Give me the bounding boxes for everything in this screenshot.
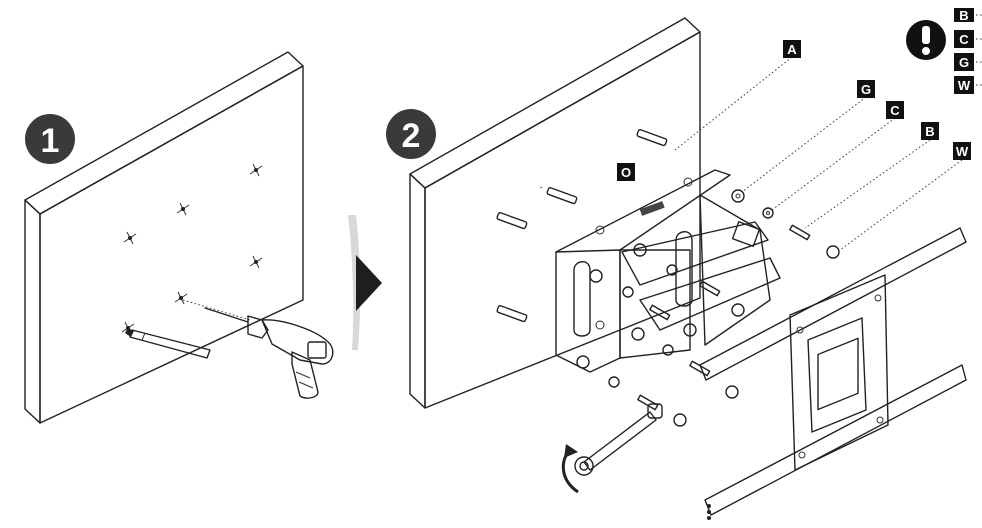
step-2-panel: A G C B W O 2 <box>386 17 971 520</box>
step-1-badge: 1 <box>25 114 75 164</box>
wall-board-2 <box>409 17 701 409</box>
wall-plate <box>555 169 731 373</box>
part-label-b: B <box>921 122 939 140</box>
part-label-b-text: B <box>925 124 934 139</box>
exclamation-icon <box>906 20 946 60</box>
part-label-w: W <box>953 142 971 160</box>
swing-arm <box>621 194 781 346</box>
power-drill <box>204 307 334 399</box>
pencil <box>125 328 211 359</box>
part-label-o: O <box>617 163 635 181</box>
wall-board-1 <box>24 51 304 424</box>
wall-anchors <box>496 129 668 323</box>
step-2-number: 2 <box>402 117 421 155</box>
socket-wrench <box>574 403 663 476</box>
part-label-w-text: W <box>956 144 969 159</box>
step-1-number: 1 <box>41 122 60 160</box>
bubble-level <box>639 201 665 216</box>
notice-box: B C G W <box>906 8 982 94</box>
part-label-g-text: G <box>861 82 871 97</box>
drill-marks <box>121 163 263 335</box>
part-label-c: C <box>886 101 904 119</box>
tv-bracket <box>699 227 967 520</box>
notice-legend: B C G W <box>954 8 982 94</box>
step-arrow <box>348 215 382 350</box>
lag-bolts <box>576 189 840 427</box>
part-label-a: A <box>783 40 801 58</box>
legend-c: C <box>959 32 969 47</box>
part-label-c-text: C <box>890 103 900 118</box>
part-label-a-text: A <box>787 42 797 57</box>
part-label-g: G <box>857 80 875 98</box>
legend-g: G <box>959 55 969 70</box>
step-2-badge: 2 <box>386 109 436 159</box>
leader-lines <box>674 56 963 251</box>
legend-b: B <box>959 8 968 23</box>
step-1-panel: 1 <box>24 51 334 424</box>
drill-guide-line <box>182 299 251 321</box>
legend-w: W <box>958 78 971 93</box>
part-label-o-text: O <box>621 165 631 180</box>
